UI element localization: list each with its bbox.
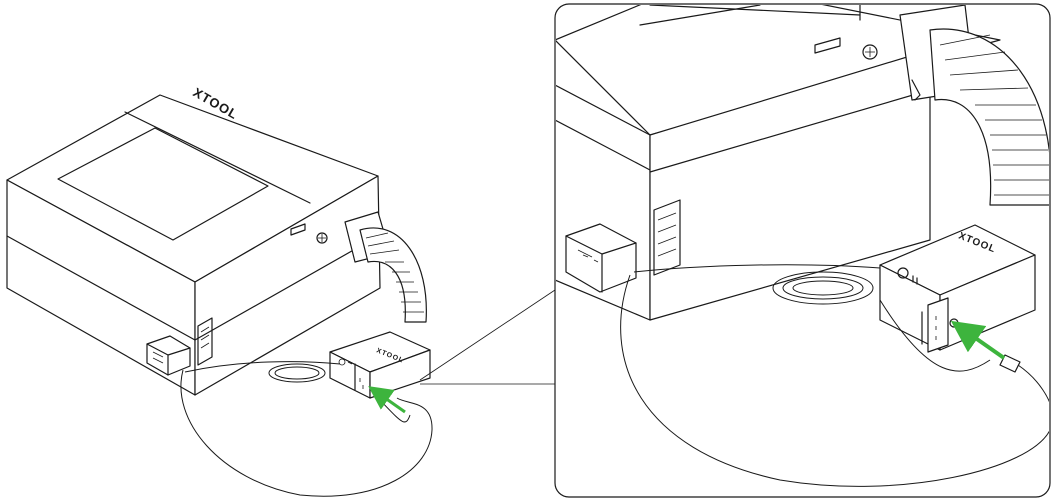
overview-scene: XTOOL XTOOL — [6, 85, 433, 497]
ground-screw-icon — [316, 232, 328, 244]
exhaust-duct — [344, 211, 427, 323]
detail-view: XTOOL — [554, 3, 1051, 498]
zoom-leader-lines — [419, 289, 556, 385]
laser-machine — [6, 94, 381, 396]
power-icon — [338, 358, 346, 366]
power-icon-zoom — [897, 267, 909, 279]
connection-arrow-icon-zoom — [950, 320, 1006, 360]
air-purifier: XTOOL — [329, 331, 431, 399]
connection-arrow-icon — [368, 386, 406, 414]
control-box — [146, 335, 191, 376]
cables — [180, 361, 433, 497]
ground-screw-icon-zoom — [862, 44, 878, 60]
